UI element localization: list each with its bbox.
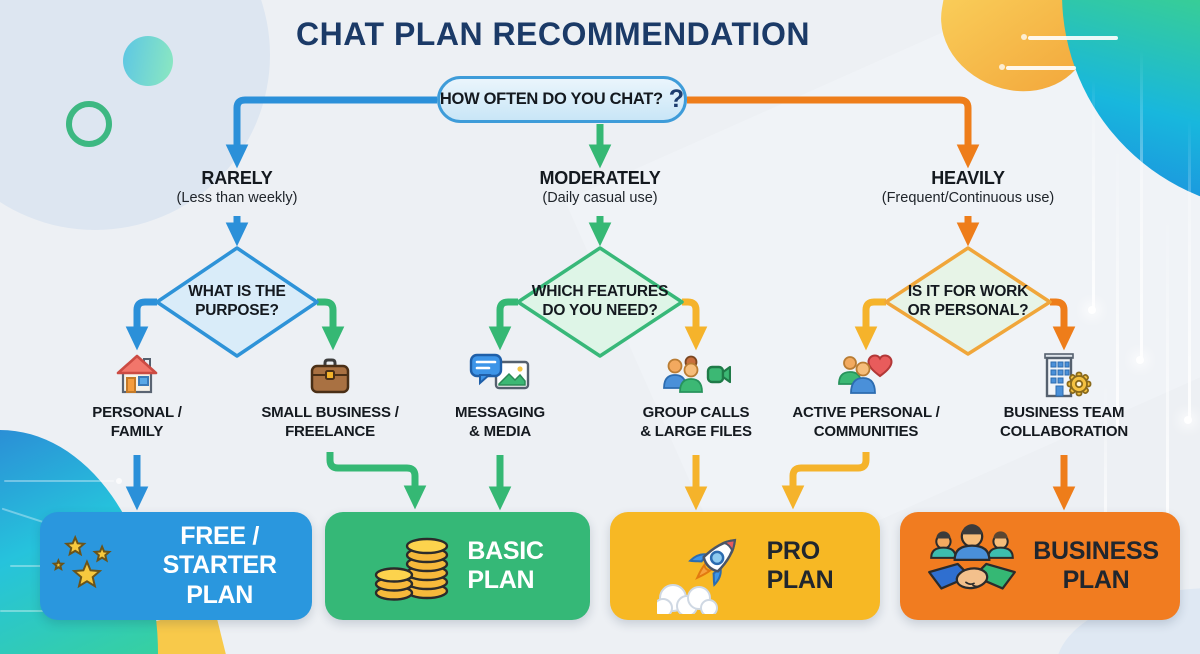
coins-icon [375, 537, 449, 601]
house-icon [113, 348, 161, 398]
connector-purpose-business [317, 298, 345, 351]
plan-basic: BASIC PLAN [325, 512, 590, 620]
option-label: GROUP CALLS & LARGE FILES [640, 404, 752, 441]
root-question-pill: HOW OFTEN DO YOU CHAT? ? [437, 76, 687, 123]
plan-free-starter: FREE / STARTER PLAN [40, 512, 312, 620]
option-label: BUSINESS TEAM COLLABORATION [1000, 404, 1128, 441]
branch-heavily: HEAVILY (Frequent/Continuous use) [828, 168, 1108, 206]
stars-icon [50, 527, 127, 605]
branch-sublabel: (Frequent/Continuous use) [881, 190, 1055, 206]
plan-pro: PRO PLAN [610, 512, 880, 620]
diamond-question-purpose: WHAT IS THE PURPOSE? [188, 283, 286, 319]
option-label: PERSONAL / FAMILY [92, 404, 182, 441]
gear-icon [1066, 371, 1092, 397]
briefcase-icon [306, 348, 354, 398]
diamond-question-work-personal: IS IT FOR WORK OR PERSONAL? [907, 283, 1029, 319]
diamond-purpose [155, 246, 319, 358]
branch-label: MODERATELY [539, 168, 661, 188]
branch-sublabel: (Daily casual use) [542, 190, 658, 206]
plan-name: FREE / STARTER PLAN [162, 521, 277, 609]
branch-moderately: MODERATELY (Daily casual use) [460, 168, 740, 206]
rocket-icon [656, 538, 736, 614]
branch-label: HEAVILY [931, 168, 1005, 188]
handshake-icon [928, 524, 1017, 590]
question-mark-icon: ? [668, 85, 685, 113]
group-video-icon [661, 348, 731, 398]
connector-root-rarely [225, 96, 437, 169]
chat-media-icon [468, 348, 532, 398]
branch-label: RARELY [201, 168, 273, 188]
connector-smallbiz-basic [326, 452, 427, 510]
plan-name: BASIC PLAN [467, 536, 544, 595]
connector-root-heavily [687, 96, 980, 169]
option-active-personal: ACTIVE PERSONAL / COMMUNITIES [766, 348, 966, 441]
root-question-text: HOW OFTEN DO YOU CHAT? [439, 90, 663, 108]
option-label: ACTIVE PERSONAL / COMMUNITIES [792, 404, 940, 441]
people-heart-icon [835, 348, 897, 398]
option-label: SMALL BUSINESS / FREELANCE [261, 404, 399, 441]
option-business-team: BUSINESS TEAM COLLABORATION [964, 348, 1164, 441]
option-small-business: SMALL BUSINESS / FREELANCE [230, 348, 430, 441]
building-gear-icon [1035, 348, 1093, 398]
page-title: CHAT PLAN RECOMMENDATION [296, 16, 810, 52]
branch-sublabel: (Less than weekly) [176, 190, 298, 206]
plan-business: BUSINESS PLAN [900, 512, 1180, 620]
option-label: MESSAGING & MEDIA [455, 404, 545, 441]
option-messaging-media: MESSAGING & MEDIA [400, 348, 600, 441]
branch-rarely: RARELY (Less than weekly) [97, 168, 377, 206]
plan-name: PRO PLAN [766, 536, 834, 595]
connector-activepersonal-pro [781, 452, 870, 510]
connector-purpose-personal [125, 298, 157, 351]
connector-features-messaging [488, 298, 518, 351]
diamond-question-features: WHICH FEATURES DO YOU NEED? [531, 283, 669, 319]
plan-name: BUSINESS PLAN [1033, 536, 1159, 595]
option-personal-family: PERSONAL / FAMILY [37, 348, 237, 441]
